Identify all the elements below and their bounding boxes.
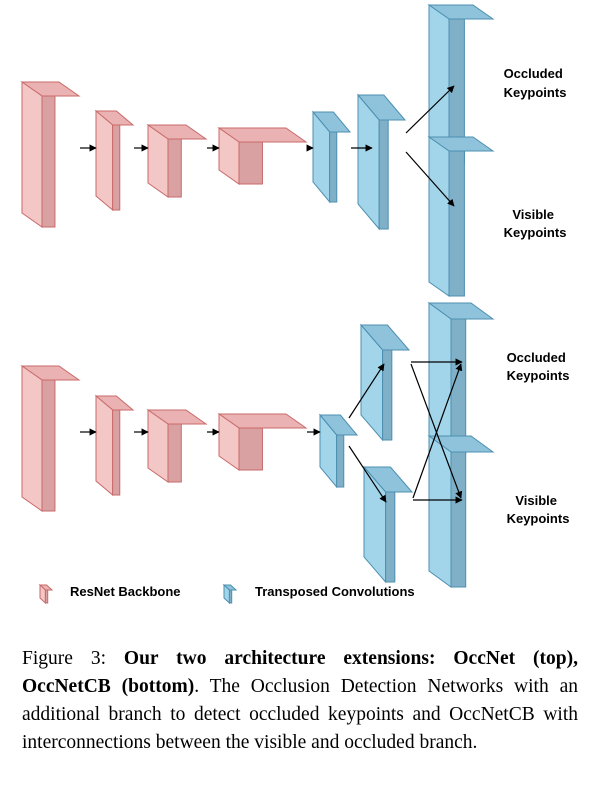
occnet-arrow-to-visible — [405, 151, 455, 207]
occnetcb-backbone-block-1 — [20, 365, 81, 512]
legend-backbone-swatch — [38, 583, 54, 605]
figure-caption: Figure 3: Our two architecture extension… — [22, 645, 578, 757]
occnetcb-arrow-occ-to-vis — [410, 363, 463, 499]
legend-tconv-swatch — [222, 583, 238, 605]
occnetcb-tconv-occluded-branch — [359, 323, 411, 442]
occnet-occluded-label: Occluded Keypoints — [504, 66, 567, 100]
occnet-diagram: Occluded Keypoints Visible Keypoints — [20, 4, 567, 297]
occnetcb-occluded-label: Occluded Keypoints — [507, 350, 570, 383]
occnet-visible-label: Visible Keypoints — [504, 207, 567, 240]
occnet-backbone-block-1 — [20, 81, 81, 228]
occnet-arrow-to-occluded — [405, 85, 455, 134]
architecture-diagram: Occluded Keypoints Visible Keypoints Occ… — [20, 4, 570, 605]
occnet-backbone-block-3 — [146, 124, 208, 198]
occnet-backbone-block-2 — [94, 109, 135, 212]
occnet-tconv-occluded-output — [427, 4, 495, 165]
occnet-tconv-block-2 — [356, 93, 407, 231]
caption-rest: . The Occlusion Detection Networks with … — [22, 676, 578, 753]
caption-bold: Our two architecture extensions: OccNet … — [22, 648, 578, 697]
occnetcb-tconv-visible-output — [427, 435, 495, 588]
occnetcb-tconv-visible-branch — [362, 465, 414, 584]
occnetcb-tconv-occluded-output — [427, 302, 495, 455]
occnetcb-backbone-block-4 — [217, 413, 308, 471]
occnetcb-backbone-block-2 — [94, 394, 135, 497]
occnet-backbone-block-4 — [217, 127, 308, 185]
occnetcb-arrow-vis-to-occ — [412, 363, 463, 499]
occnetcb-tconv-block-1 — [318, 413, 359, 489]
legend-tconv-label: Transposed Convolutions — [255, 584, 415, 599]
occnetcb-backbone-block-3 — [146, 409, 208, 483]
caption-prefix: Figure 3: — [22, 648, 124, 669]
legend: ResNet Backbone Transposed Convolutions — [38, 583, 415, 605]
occnet-tconv-visible-output — [427, 136, 495, 297]
occnet-tconv-block-1 — [311, 110, 352, 204]
occnetcb-visible-label: Visible Keypoints — [507, 493, 570, 526]
occnetcb-arrow-to-occluded-branch — [348, 363, 385, 419]
occnetcb-arrow-to-visible-branch — [348, 445, 387, 503]
occnetcb-diagram: Occluded Keypoints Visible Keypoints — [20, 302, 570, 588]
legend-backbone-label: ResNet Backbone — [70, 584, 181, 599]
